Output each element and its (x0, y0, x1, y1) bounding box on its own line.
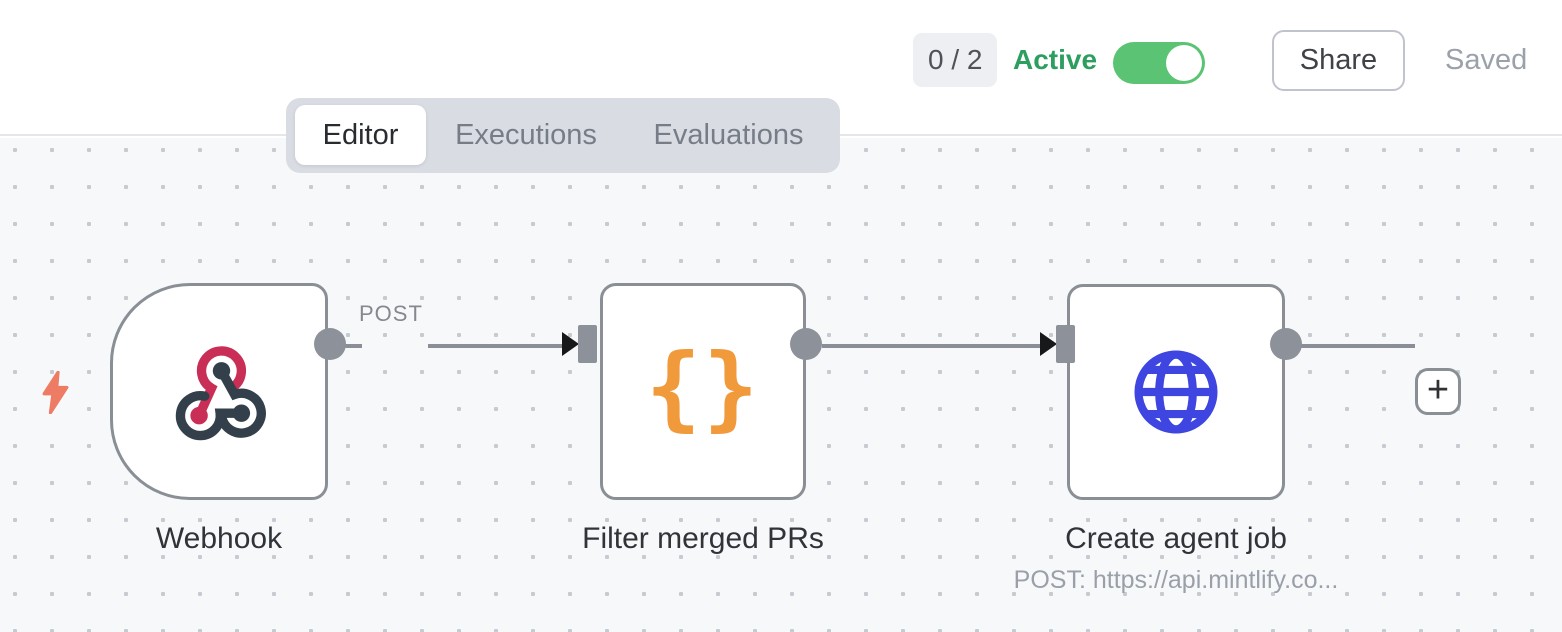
code-braces-icon: {} (645, 333, 761, 441)
saved-status: Saved (1445, 44, 1528, 76)
node-create-agent-job[interactable] (1067, 284, 1285, 500)
node-title-webhook: Webhook (155, 522, 283, 555)
filter-output-port[interactable] (790, 328, 822, 360)
globe-icon (1134, 350, 1218, 434)
webhook-output-method-label: POST (356, 301, 426, 327)
tab-editor[interactable]: Editor (295, 105, 426, 165)
create-input-arrow-icon (1040, 332, 1057, 356)
plus-icon: + (1426, 368, 1450, 411)
node-webhook[interactable] (110, 283, 328, 500)
active-label: Active (1013, 44, 1098, 75)
create-output-port[interactable] (1270, 328, 1302, 360)
share-button[interactable]: Share (1272, 30, 1405, 91)
toggle-knob (1166, 45, 1202, 81)
connection-webhook-filter[interactable] (428, 344, 564, 348)
webhook-output-port[interactable] (314, 328, 346, 360)
connection-filter-create[interactable] (822, 344, 1041, 348)
node-title-filter: Filter merged PRs (582, 522, 824, 555)
tab-evaluations[interactable]: Evaluations (653, 118, 804, 151)
create-input-port[interactable] (1056, 325, 1075, 363)
view-tabs: Editor Executions Evaluations (286, 98, 840, 173)
node-title-create: Create agent job (1065, 522, 1287, 555)
filter-input-port[interactable] (578, 325, 597, 363)
webhook-icon (175, 345, 266, 440)
active-toggle[interactable] (1113, 42, 1205, 84)
node-subtitle-create: POST: https://api.mintlify.co... (1013, 566, 1339, 594)
filter-input-arrow-icon (562, 332, 579, 356)
execution-counter-badge: 0 / 2 (913, 33, 998, 87)
tab-executions[interactable]: Executions (455, 118, 597, 151)
connection-webhook-filter-start[interactable] (344, 344, 362, 348)
workflow-canvas[interactable]: POST Webhook {} Filter merged PRs (0, 138, 1562, 632)
add-node-button[interactable]: + (1415, 368, 1461, 415)
node-filter-merged-prs[interactable]: {} (600, 283, 806, 500)
connection-create-add[interactable] (1301, 344, 1415, 348)
trigger-bolt-icon (42, 371, 69, 414)
